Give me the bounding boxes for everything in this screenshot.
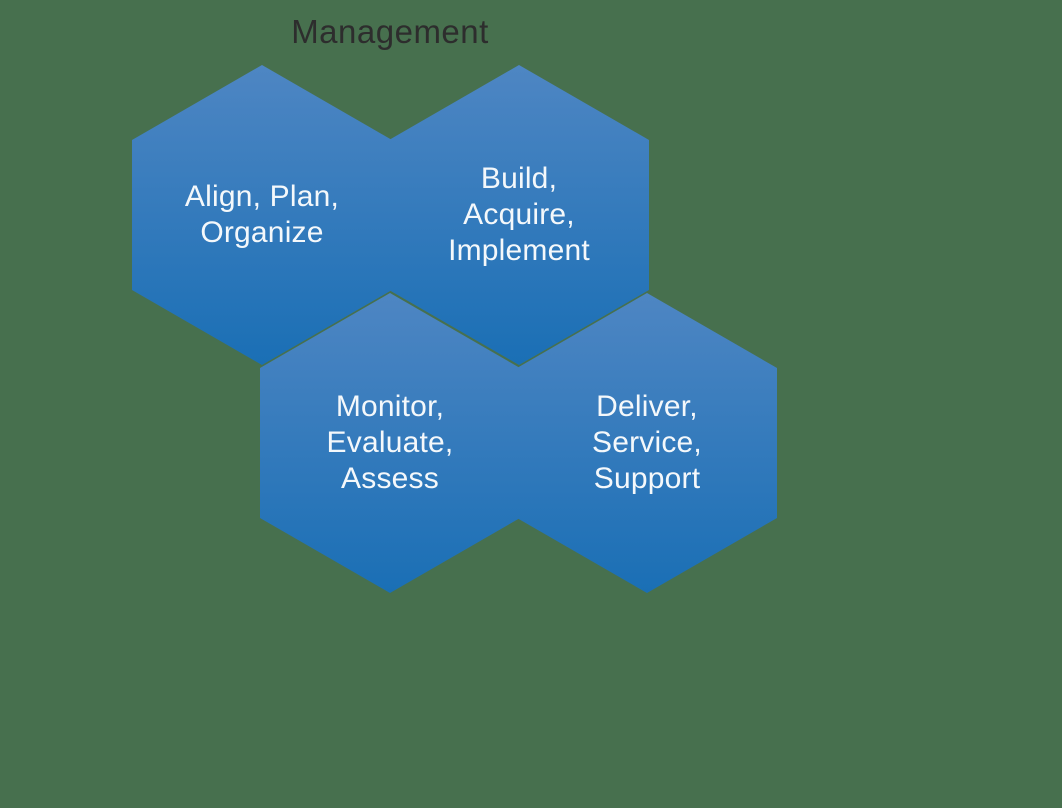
hexagon-label: Deliver, Service, Support <box>592 389 702 497</box>
hexagon-label-line: Assess <box>341 462 439 495</box>
hexagon-label: Monitor, Evaluate, Assess <box>327 389 454 497</box>
hexagon-label-line: Acquire, <box>463 198 575 231</box>
hexagon-label-line: Implement <box>448 234 590 267</box>
hexagon-label: Align, Plan, Organize <box>185 179 339 251</box>
hexagon-monitor-evaluate-assess: Monitor, Evaluate, Assess <box>260 293 520 593</box>
hexagon-label-line: Build, <box>480 162 558 195</box>
hexagon-label-line: Organize <box>200 216 324 249</box>
hexagon-label-line: Evaluate, <box>326 426 454 459</box>
hexagon-label-line: Monitor, <box>335 390 445 423</box>
hexagon-label-line: Service, <box>592 426 702 459</box>
hexagon-label-line: Align, Plan, <box>184 180 340 213</box>
diagram-title: Management <box>291 13 489 50</box>
hexagon-label-line: Deliver, <box>596 390 698 423</box>
hexagon-label: Build, Acquire, Implement <box>448 161 590 269</box>
hexagon-label-line: Support <box>593 462 701 495</box>
